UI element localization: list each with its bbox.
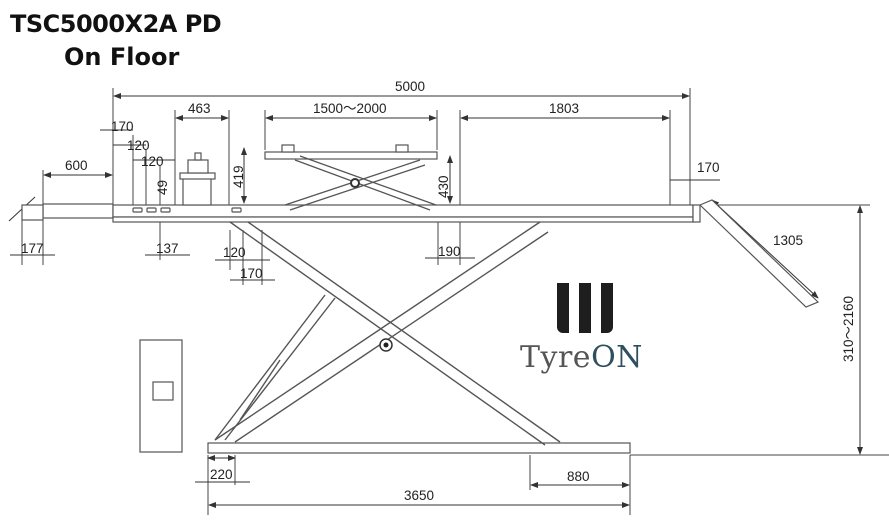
dim-880: 880 — [567, 469, 590, 484]
dim-177: 177 — [21, 241, 44, 256]
dim-419: 419 — [231, 165, 246, 188]
dim-600: 600 — [65, 158, 88, 173]
dim-220: 220 — [210, 467, 233, 482]
dim-left-120b: 120 — [141, 154, 164, 169]
dim-430: 430 — [436, 175, 451, 198]
model-title: TSC5000X2A PD — [10, 10, 222, 38]
dim-5000: 5000 — [395, 79, 425, 94]
three-bar-tyre-icon — [557, 283, 613, 333]
dim-310-2160: 310～2160 — [841, 296, 856, 362]
dim-49: 49 — [155, 180, 170, 195]
dim-137: 137 — [156, 241, 179, 256]
dim-463: 463 — [188, 101, 211, 116]
dim-under-120: 120 — [223, 245, 246, 260]
dim-190: 190 — [438, 244, 461, 259]
logo-text-tyre: Tyre — [520, 340, 592, 375]
dim-1500-2000: 1500～2000 — [313, 101, 387, 116]
dim-left-120a: 120 — [127, 138, 150, 153]
subtitle: On Floor — [64, 43, 180, 71]
tyreon-logo: TyreON — [520, 340, 643, 375]
dim-under-170: 170 — [240, 266, 263, 281]
dim-right-170: 170 — [697, 160, 720, 175]
dim-3650: 3650 — [404, 488, 434, 503]
dim-left-170: 170 — [111, 119, 134, 134]
dim-1305: 1305 — [773, 233, 803, 248]
dim-1803: 1803 — [549, 101, 579, 116]
logo-text-on: ON — [591, 340, 643, 375]
